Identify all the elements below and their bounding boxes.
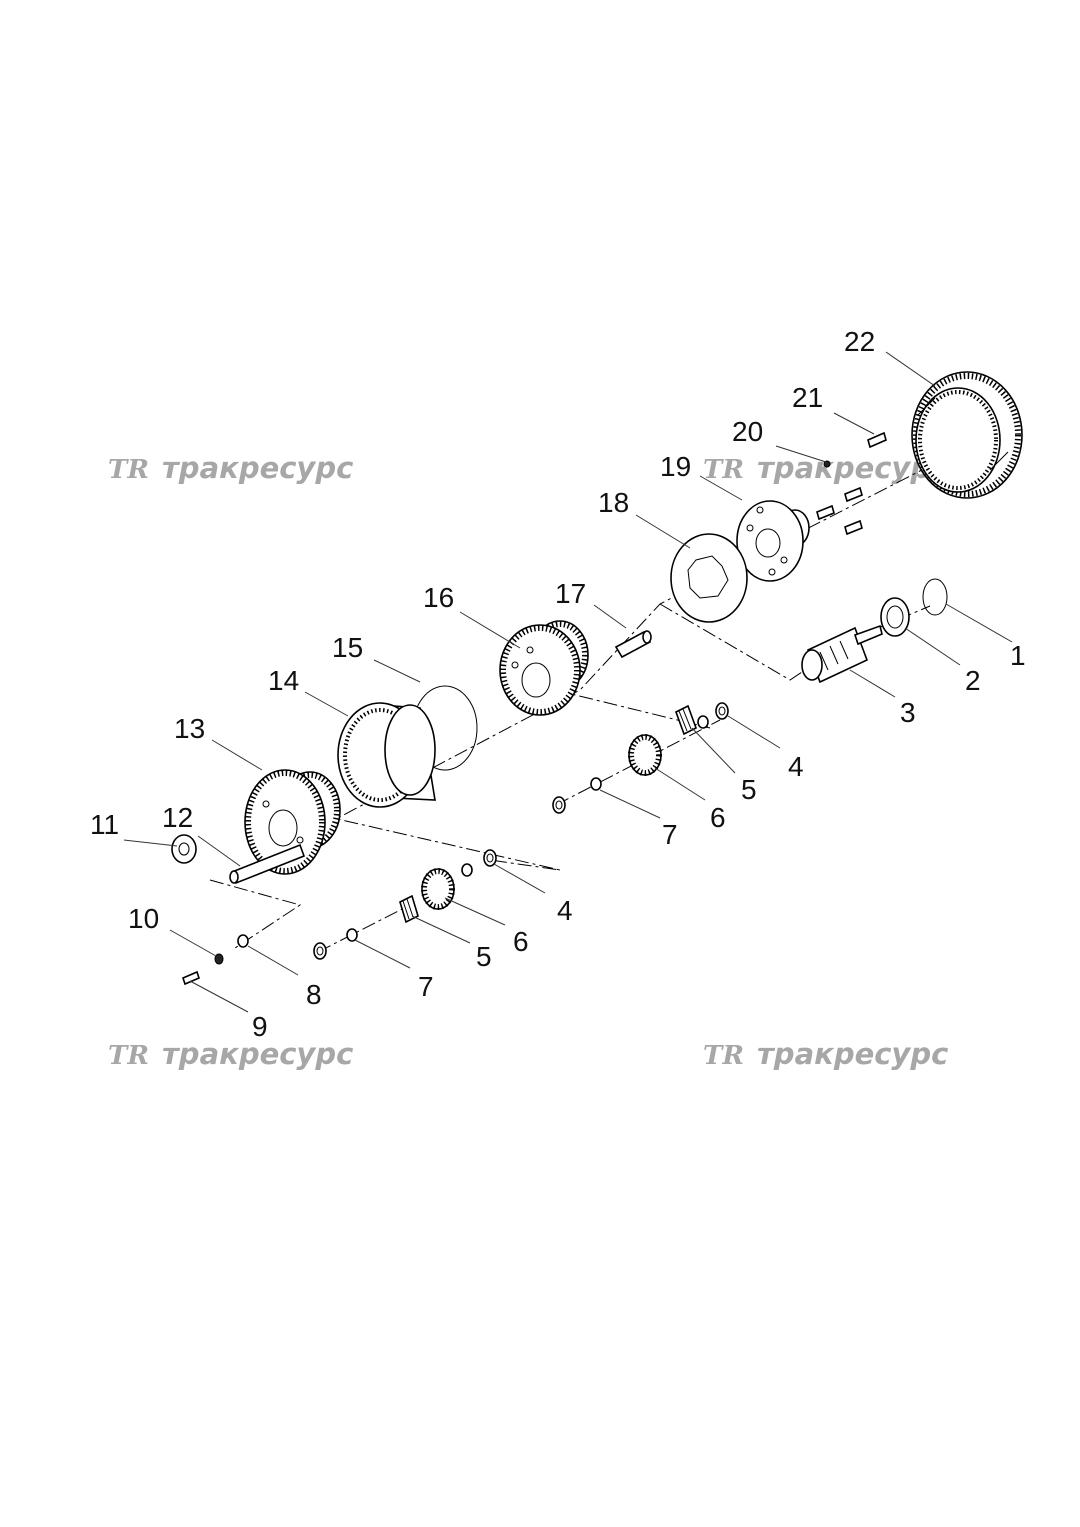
callout-4-lower: 4 bbox=[557, 895, 573, 926]
watermark-top-right: TR тракресурс bbox=[703, 451, 948, 485]
callout-8: 8 bbox=[306, 979, 322, 1010]
part-12-shaft bbox=[229, 843, 306, 885]
part-16-planet-carrier bbox=[499, 620, 589, 716]
callout-1: 1 bbox=[1010, 640, 1026, 671]
leader-lines bbox=[123, 351, 1013, 1013]
callout-5-upper: 5 bbox=[741, 774, 757, 805]
part-2-bearing bbox=[880, 597, 910, 637]
callout-9: 9 bbox=[252, 1011, 268, 1042]
callout-4-upper: 4 bbox=[788, 751, 804, 782]
callout-6-upper: 6 bbox=[710, 802, 726, 833]
watermark-text: тракресурс bbox=[757, 1037, 948, 1071]
callout-17: 17 bbox=[555, 578, 586, 609]
watermark-bottom-right: TR тракресурс bbox=[703, 1037, 948, 1071]
part-21-bolts bbox=[816, 431, 887, 536]
callout-7-upper: 7 bbox=[662, 819, 678, 850]
callout-3: 3 bbox=[900, 697, 916, 728]
callout-22: 22 bbox=[844, 326, 875, 357]
callout-15: 15 bbox=[332, 632, 363, 663]
part-19-flange-hub bbox=[736, 500, 810, 582]
part-3-sun-shaft bbox=[801, 624, 883, 684]
callout-20: 20 bbox=[732, 416, 763, 447]
planet-group-upper bbox=[552, 702, 729, 814]
part-11-washer bbox=[171, 834, 197, 864]
callout-10: 10 bbox=[128, 903, 159, 934]
part-22-ring-gear bbox=[911, 371, 1023, 499]
watermark-bottom-left: TR тракресурс bbox=[108, 1037, 353, 1071]
callout-16: 16 bbox=[423, 582, 454, 613]
callout-7-lower: 7 bbox=[418, 971, 434, 1002]
callout-12: 12 bbox=[162, 802, 193, 833]
watermark-text: тракресурс bbox=[162, 1037, 353, 1071]
part-18-thrust-plate bbox=[670, 533, 748, 623]
watermark-logo: TR bbox=[108, 1041, 149, 1071]
planet-group-lower bbox=[313, 849, 497, 960]
parts-8-9-10 bbox=[182, 934, 249, 986]
watermark-top-left: TR тракресурс bbox=[108, 451, 353, 485]
callout-5-lower: 5 bbox=[476, 941, 492, 972]
watermark-text: тракресурс bbox=[162, 451, 353, 485]
part-14-ring-gear bbox=[337, 702, 436, 808]
callout-2: 2 bbox=[965, 665, 981, 696]
callout-11: 11 bbox=[90, 809, 119, 840]
callout-6-lower: 6 bbox=[513, 926, 529, 957]
callout-labels: 1 2 3 4 5 6 7 4 5 6 7 8 9 10 11 12 13 14… bbox=[90, 326, 1026, 1042]
callout-13: 13 bbox=[174, 713, 205, 744]
callout-18: 18 bbox=[598, 487, 629, 518]
callout-21: 21 bbox=[792, 382, 823, 413]
part-1-snap-ring bbox=[922, 578, 948, 616]
part-13-carrier-gear bbox=[244, 769, 341, 875]
watermark-logo: TR bbox=[703, 455, 744, 485]
callout-19: 19 bbox=[660, 451, 691, 482]
watermark-logo: TR bbox=[108, 455, 149, 485]
part-17-pin bbox=[614, 630, 652, 659]
callout-14: 14 bbox=[268, 665, 299, 696]
watermark-logo: TR bbox=[703, 1041, 744, 1071]
